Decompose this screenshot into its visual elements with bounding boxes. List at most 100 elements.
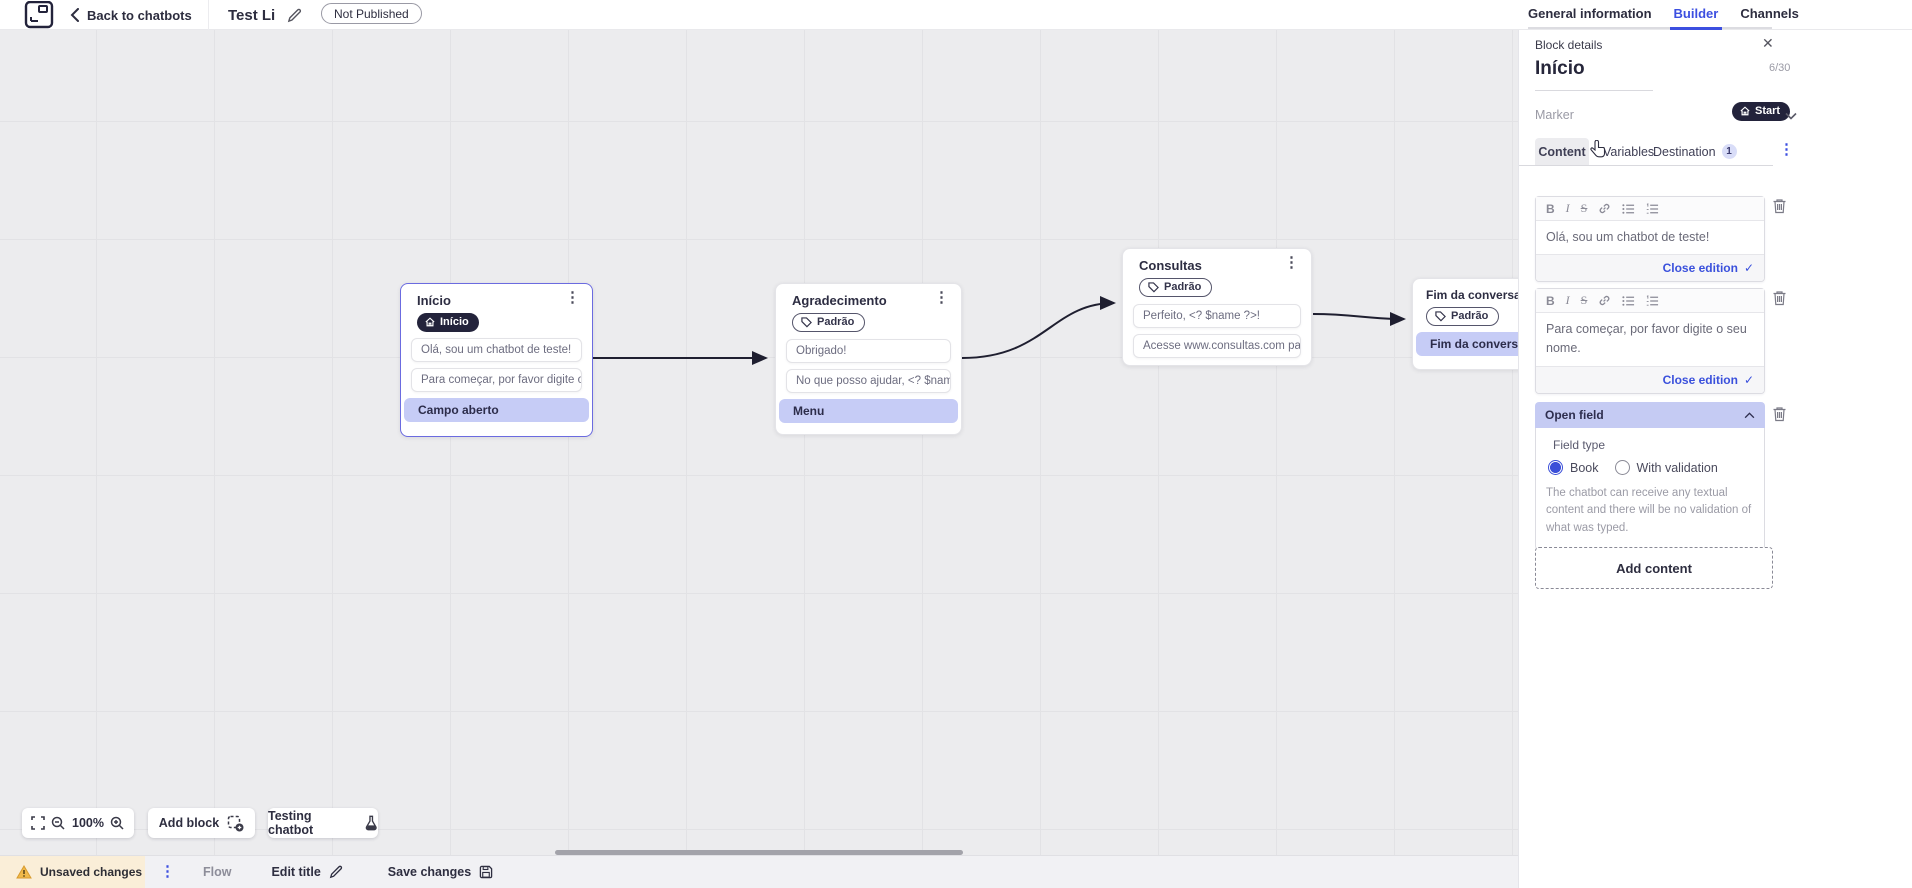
start-marker-pill: Início bbox=[417, 313, 479, 332]
bottom-status-bar: Unsaved changes ⋮ Flow Edit title Save c… bbox=[0, 855, 1518, 888]
block-content-item[interactable]: Perfeito, <? $name ?>! bbox=[1133, 303, 1301, 328]
open-field-body: Field type Book With validation The chat… bbox=[1535, 428, 1765, 550]
flow-view-label[interactable]: Flow bbox=[203, 865, 232, 879]
italic-icon[interactable]: I bbox=[1565, 293, 1570, 307]
marker-start-pill[interactable]: Start bbox=[1732, 102, 1791, 121]
warning-icon bbox=[16, 865, 32, 879]
block-name-field[interactable]: Início bbox=[1535, 58, 1585, 79]
top-bar: Back to chatbots Test Li Not Published G… bbox=[0, 0, 1912, 30]
app-logo-icon bbox=[24, 1, 54, 29]
flow-canvas[interactable]: Início ⋮ Início Olá, sou um chatbot de t… bbox=[0, 30, 1518, 888]
radio-option-with-validation[interactable]: With validation bbox=[1614, 460, 1718, 475]
flow-block-inicio[interactable]: Início ⋮ Início Olá, sou um chatbot de t… bbox=[400, 283, 593, 437]
tab-channels[interactable]: Channels bbox=[1740, 6, 1799, 21]
radio-selected-icon[interactable] bbox=[1548, 460, 1563, 475]
bullet-list-icon[interactable] bbox=[1622, 295, 1635, 307]
block-menu-item[interactable]: Menu bbox=[779, 398, 958, 423]
flow-block-consultas[interactable]: Consultas ⋮ Padrão Perfeito, <? $name ?>… bbox=[1122, 248, 1312, 366]
tab-options-menu-icon[interactable]: ⋮ bbox=[1779, 141, 1794, 158]
italic-icon[interactable]: I bbox=[1565, 201, 1570, 215]
block-content-item[interactable]: Obrigado! bbox=[786, 338, 951, 363]
block-menu-icon[interactable]: ⋮ bbox=[565, 289, 580, 306]
name-char-counter: 6/30 bbox=[1769, 62, 1791, 74]
strikethrough-icon[interactable]: S bbox=[1580, 201, 1588, 215]
rich-text-toolbar: B I S bbox=[1536, 197, 1764, 221]
save-icon bbox=[479, 865, 493, 879]
block-title: Consultas bbox=[1139, 258, 1202, 273]
block-content-item[interactable]: No que posso ajudar, <? $name ... bbox=[786, 368, 951, 393]
tab-content[interactable]: Content bbox=[1535, 138, 1589, 165]
save-changes-button[interactable]: Save changes bbox=[388, 865, 493, 879]
chevron-down-icon[interactable] bbox=[1785, 107, 1797, 125]
block-menu-icon[interactable]: ⋮ bbox=[1284, 254, 1299, 271]
add-block-icon bbox=[227, 815, 244, 831]
bullet-list-icon[interactable] bbox=[1622, 203, 1635, 215]
edit-title-button[interactable]: Edit title bbox=[271, 865, 342, 879]
divider bbox=[208, 0, 209, 30]
add-block-button[interactable]: Add block bbox=[148, 808, 255, 838]
numbered-list-icon[interactable] bbox=[1646, 294, 1659, 307]
chevron-left-icon bbox=[70, 8, 79, 22]
block-content-item[interactable]: Acesse www.consultas.com par... bbox=[1133, 333, 1301, 358]
panel-header-title: Block details bbox=[1535, 38, 1603, 52]
top-tabs: General information Builder Channels bbox=[1528, 0, 1799, 30]
close-edition-button[interactable]: Close edition bbox=[1662, 261, 1738, 276]
field-type-label: Field type bbox=[1553, 438, 1606, 452]
add-content-button[interactable]: Add content bbox=[1535, 547, 1773, 589]
tab-destination[interactable]: Destination 1 bbox=[1653, 138, 1737, 165]
bold-icon[interactable]: B bbox=[1546, 293, 1555, 308]
tabs-underline bbox=[1519, 165, 1773, 166]
block-content-item[interactable]: Para começar, por favor digite o ... bbox=[411, 368, 582, 392]
block-end-item[interactable]: Fim da conversa bbox=[1416, 331, 1518, 356]
tab-builder[interactable]: Builder bbox=[1669, 0, 1723, 30]
fullscreen-icon[interactable] bbox=[31, 816, 45, 830]
edit-title-pencil-icon[interactable] bbox=[287, 8, 302, 23]
chevron-up-icon bbox=[1744, 411, 1755, 418]
back-to-chatbots-button[interactable]: Back to chatbots bbox=[70, 0, 192, 30]
tag-icon bbox=[1435, 310, 1446, 321]
close-edition-button[interactable]: Close edition bbox=[1662, 372, 1738, 387]
home-icon bbox=[1740, 106, 1750, 116]
horizontal-scrollbar[interactable] bbox=[555, 850, 963, 855]
open-field-header[interactable]: Open field bbox=[1535, 402, 1765, 428]
block-menu-icon[interactable]: ⋮ bbox=[934, 289, 949, 306]
content-editor-1[interactable]: B I S Olá, sou um chatbot de teste! Clos… bbox=[1535, 196, 1765, 283]
editor-text[interactable]: Olá, sou um chatbot de teste! bbox=[1536, 221, 1764, 255]
flow-block-fim-da-conversa[interactable]: Fim da conversa Padrão Fim da conversa bbox=[1412, 278, 1518, 370]
mouse-hand-cursor bbox=[1590, 140, 1606, 158]
home-icon bbox=[425, 317, 435, 327]
delete-content-icon[interactable] bbox=[1772, 290, 1787, 306]
padrao-tag-pill: Padrão bbox=[1426, 307, 1500, 326]
tag-icon bbox=[1148, 281, 1159, 292]
field-type-description: The chatbot can receive any textual cont… bbox=[1546, 487, 1752, 534]
tag-icon bbox=[801, 316, 812, 327]
tab-general-information[interactable]: General information bbox=[1528, 6, 1652, 21]
zoom-in-icon[interactable] bbox=[110, 816, 125, 831]
tab-variables[interactable]: Variables bbox=[1603, 144, 1655, 159]
strikethrough-icon[interactable]: S bbox=[1580, 293, 1588, 307]
connector-agradecimento-consultas bbox=[961, 296, 1116, 359]
delete-content-icon[interactable] bbox=[1772, 406, 1787, 422]
block-open-field-item[interactable]: Campo aberto bbox=[404, 398, 589, 422]
marker-label: Marker bbox=[1535, 108, 1574, 122]
testing-chatbot-button[interactable]: Testing chatbot bbox=[268, 808, 378, 838]
radio-option-book[interactable]: Book bbox=[1548, 460, 1599, 475]
radio-unselected-icon[interactable] bbox=[1614, 460, 1630, 475]
link-icon[interactable] bbox=[1598, 294, 1611, 307]
rich-text-toolbar: B I S bbox=[1536, 289, 1764, 313]
content-editor-2[interactable]: B I S Para começar, por favor digite o s… bbox=[1535, 288, 1765, 394]
statusbar-menu-icon[interactable]: ⋮ bbox=[160, 863, 175, 880]
destination-count-badge: 1 bbox=[1721, 144, 1737, 159]
numbered-list-icon[interactable] bbox=[1646, 202, 1659, 215]
name-underline bbox=[1535, 90, 1653, 91]
close-icon[interactable]: ✕ bbox=[1762, 35, 1774, 51]
link-icon[interactable] bbox=[1598, 202, 1611, 215]
bold-icon[interactable]: B bbox=[1546, 201, 1555, 216]
flow-block-agradecimento[interactable]: Agradecimento ⋮ Padrão Obrigado! No que … bbox=[775, 283, 962, 435]
delete-content-icon[interactable] bbox=[1772, 198, 1787, 214]
zoom-out-icon[interactable] bbox=[51, 816, 66, 831]
block-content-item[interactable]: Olá, sou um chatbot de teste! bbox=[411, 338, 582, 362]
zoom-level: 100% bbox=[72, 816, 104, 830]
editor-text[interactable]: Para começar, por favor digite o seu nom… bbox=[1536, 313, 1764, 366]
